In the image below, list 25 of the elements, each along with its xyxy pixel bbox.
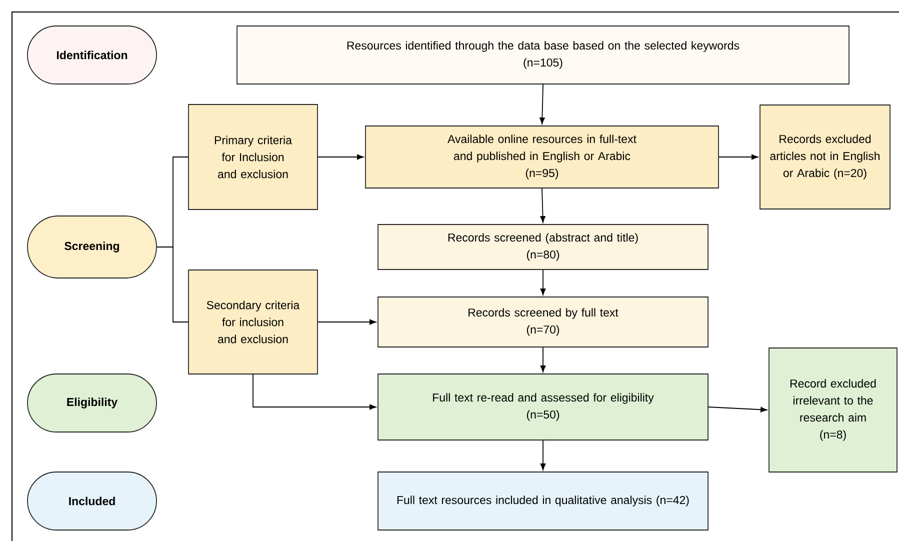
process-box: Full text resources included in qualitative analysis (n=42) (378, 472, 708, 530)
stage-pill: Identification (27, 26, 157, 84)
arrow (540, 270, 546, 296)
stage-pill: Included (27, 472, 157, 530)
process-box: Full text re-read and assessed for eligibility (n=50) (378, 374, 708, 440)
stage-pill: Screening (27, 216, 157, 278)
process-box: Records screened (abstract and title) (n=80) (378, 224, 708, 270)
connector-line (156, 246, 188, 322)
arrow (540, 84, 545, 124)
arrow (708, 406, 768, 412)
arrow (540, 188, 546, 223)
process-box: Records screened by full text (n=70) (378, 296, 708, 348)
process-box: Resources identified through the data base based on the selected keywords (n=105) (236, 26, 850, 84)
arrow (540, 440, 546, 470)
process-box: Primary criteria for Inclusion and exclusion (188, 104, 318, 210)
arrow (318, 154, 364, 160)
process-box: Record excluded irrelevant to the research aim (n=8) (768, 348, 898, 472)
process-box: Available online resources in full-text and published in English or Arabic (n=95) (365, 126, 719, 188)
process-box: Records excluded articles not in English or Arabic (n=20) (760, 104, 890, 210)
arrow (318, 319, 376, 325)
arrow (718, 154, 758, 160)
process-box: Secondary criteria for inclusion and exclusion (188, 270, 318, 374)
arrow (252, 374, 376, 410)
stage-pill: Eligibility (27, 374, 157, 432)
arrow (540, 347, 546, 372)
